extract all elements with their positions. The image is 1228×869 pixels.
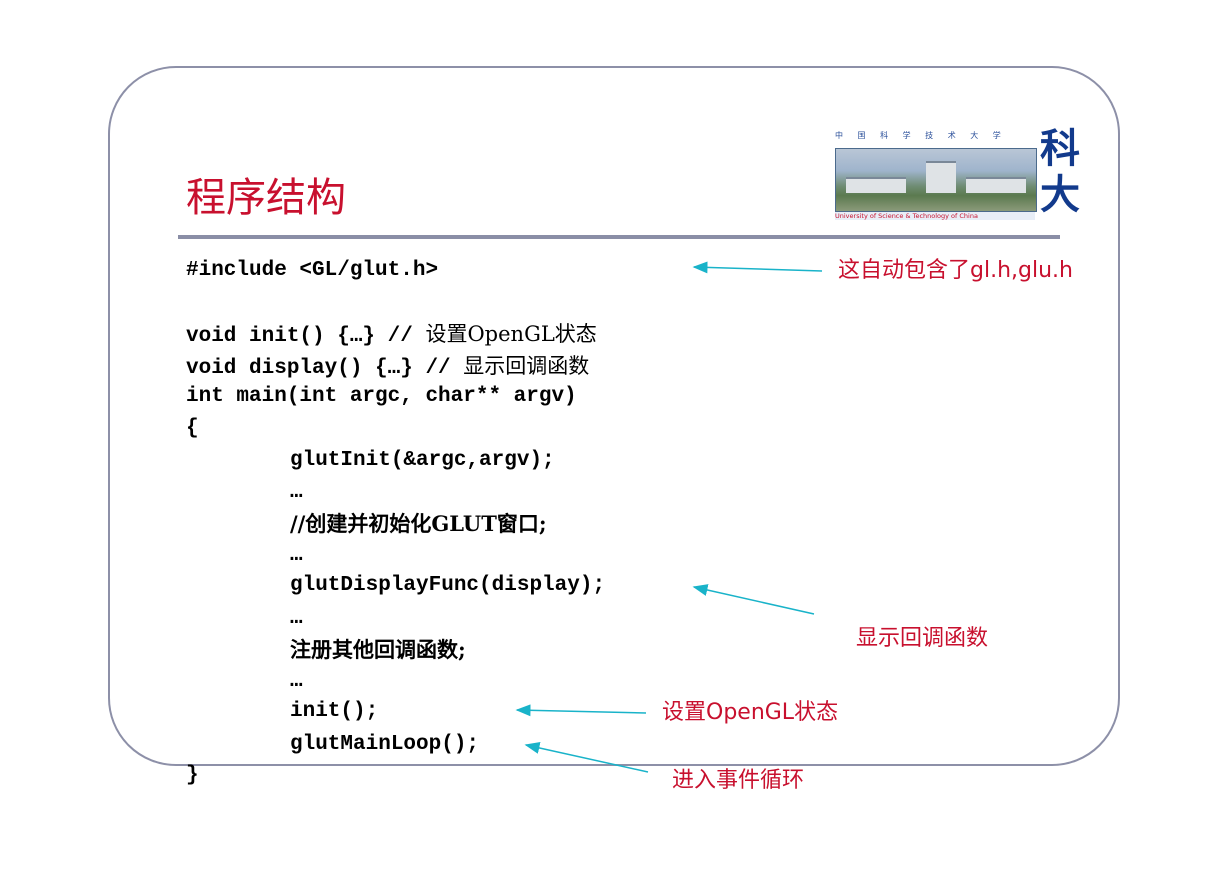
logo-building-left: [846, 177, 906, 193]
note-init-state: 设置OpenGL状态: [662, 700, 839, 725]
code-create-window-comment: //创建并初始化GLUT窗口;: [290, 511, 547, 536]
code-display-decl: void display() {…} // 显示回调函数: [186, 351, 589, 384]
code-ellipsis-2: …: [290, 544, 303, 567]
logo-campus-photo: [835, 148, 1037, 212]
code-init-comment: 设置OpenGL状态: [425, 322, 597, 346]
code-init-decl: void init() {…} // 设置OpenGL状态: [186, 319, 597, 352]
code-ellipsis-1: …: [290, 481, 303, 504]
code-init-call: init();: [290, 700, 379, 723]
arrow-include: [692, 261, 823, 274]
note-include: 这自动包含了gl.h,glu.h: [838, 258, 1073, 283]
logo-building-right: [966, 177, 1026, 193]
code-include: #include <GL/glut.h>: [186, 259, 439, 282]
code-glutinit: glutInit(&argc,argv);: [290, 449, 555, 472]
code-main-signature: int main(int argc, char** argv): [186, 385, 577, 408]
note-event-loop: 进入事件循环: [672, 768, 805, 793]
code-ellipsis-3: …: [290, 607, 303, 630]
code-register-others: 注册其他回调函数;: [290, 637, 466, 662]
code-open-brace: {: [186, 417, 199, 440]
code-display-comment: 显示回调函数: [463, 354, 590, 378]
code-display-func: glutDisplayFunc(display);: [290, 574, 606, 597]
logo-seal: 科大: [1040, 125, 1080, 218]
arrow-init: [515, 704, 647, 717]
logo-building-tower: [926, 161, 956, 193]
code-display-signature: void display() {…} //: [186, 357, 464, 380]
logo-en-name: University of Science & Technology of Ch…: [835, 212, 1035, 220]
code-init-signature: void init() {…} //: [186, 325, 426, 348]
logo-cn-name: 中 国 科 学 技 术 大 学: [835, 131, 1007, 140]
university-logo: 中 国 科 学 技 术 大 学 University of Science & …: [835, 126, 1085, 222]
code-main-loop: glutMainLoop();: [290, 733, 480, 756]
note-display-callback: 显示回调函数: [856, 626, 989, 651]
code-ellipsis-4: …: [290, 670, 303, 693]
code-close-brace: }: [186, 764, 199, 787]
arrow-display: [692, 584, 815, 615]
title-divider: [178, 235, 1060, 239]
slide-title: 程序结构: [186, 175, 346, 221]
arrow-mainloop: [524, 742, 649, 773]
